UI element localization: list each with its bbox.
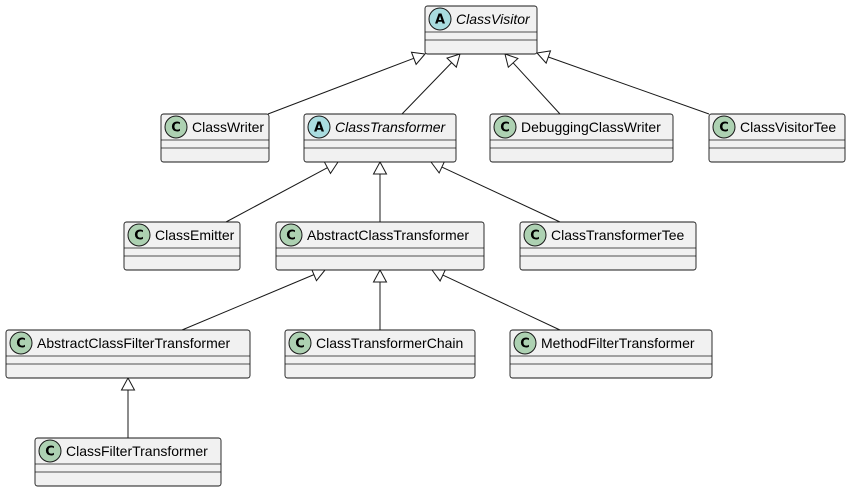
stereotype-letter: C — [520, 337, 530, 352]
class-box — [519, 221, 697, 271]
inheritance-edge-class-transformer-tee-to-class-transformer — [430, 160, 561, 223]
class-icon — [288, 331, 312, 355]
inheritance-edge-method-filter-transformer-to-abstract-class-transformer — [431, 268, 561, 331]
class-name: ClassVisitorTee — [740, 119, 836, 135]
abstract-class-icon — [307, 115, 331, 139]
class-icon — [493, 115, 517, 139]
class-box — [708, 113, 846, 163]
inheritance-edge-class-writer-to-class-visitor — [267, 51, 426, 115]
inheritance-edges — [120, 50, 710, 438]
inheritance-line — [181, 274, 315, 331]
class-icon — [513, 331, 537, 355]
class-box — [303, 113, 457, 163]
class-node-class-visitor-tee[interactable]: C ClassVisitorTee — [708, 113, 846, 163]
class-box — [160, 113, 270, 163]
class-name: ClassTransformer — [335, 119, 447, 135]
stereotype-letter: C — [530, 229, 540, 244]
class-node-class-filter-transformer[interactable]: C ClassFilterTransformer — [34, 437, 222, 487]
class-name: ClassEmitter — [155, 227, 235, 243]
stereotype-letter: C — [286, 229, 296, 244]
stereotype-letter: C — [134, 229, 144, 244]
class-icon — [523, 223, 547, 247]
class-node-abstract-class-filter-transformer[interactable]: C AbstractClassFilterTransformer — [5, 329, 251, 379]
class-icon — [9, 331, 33, 355]
class-box — [284, 329, 476, 379]
inheritance-line — [267, 57, 414, 115]
class-box — [489, 113, 674, 163]
class-node-class-writer[interactable]: C ClassWriter — [160, 113, 270, 163]
generalization-arrowhead — [120, 376, 136, 391]
class-name: AbstractClassTransformer — [307, 227, 469, 243]
stereotype-letter: C — [171, 121, 181, 136]
inheritance-line — [442, 274, 561, 331]
inheritance-edge-class-emitter-to-class-transformer — [225, 161, 339, 223]
inheritance-edge-class-transformer-to-class-visitor — [401, 53, 461, 115]
stereotype-letter: C — [719, 121, 729, 136]
class-node-method-filter-transformer[interactable]: C MethodFilterTransformer — [509, 329, 713, 379]
generalization-arrowhead — [372, 160, 388, 175]
class-name: MethodFilterTransformer — [541, 335, 695, 351]
generalization-arrowhead — [446, 53, 461, 69]
class-node-abstract-class-transformer[interactable]: C AbstractClassTransformer — [275, 221, 485, 271]
class-node-class-emitter[interactable]: C ClassEmitter — [123, 221, 241, 271]
class-node-debugging-class-writer[interactable]: C DebuggingClassWriter — [489, 113, 674, 163]
class-icon — [712, 115, 736, 139]
generalization-arrowhead — [504, 53, 519, 69]
inheritance-edge-class-filter-transformer-to-abstract-class-filter-transformer — [120, 376, 136, 438]
stereotype-letter: C — [16, 337, 26, 352]
stereotype-letter: C — [295, 337, 305, 352]
class-box — [34, 437, 222, 487]
class-box — [5, 329, 251, 379]
generalization-arrowhead — [410, 51, 426, 66]
inheritance-line — [225, 167, 328, 223]
generalization-arrowhead — [372, 268, 388, 283]
class-node-class-visitor[interactable]: A ClassVisitor — [424, 5, 538, 55]
class-name: DebuggingClassWriter — [521, 119, 661, 135]
inheritance-edge-class-visitor-tee-to-class-visitor — [536, 50, 710, 115]
inheritance-edge-debugging-class-writer-to-class-visitor — [504, 53, 561, 115]
stereotype-letter: A — [435, 13, 445, 28]
inheritance-line — [548, 56, 710, 115]
inheritance-edge-class-transformer-chain-to-abstract-class-transformer — [372, 268, 388, 330]
class-box — [123, 221, 241, 271]
stereotype-letter: C — [500, 121, 510, 136]
class-node-class-transformer[interactable]: A ClassTransformer — [303, 113, 457, 163]
stereotype-letter: C — [45, 445, 55, 460]
class-box — [424, 5, 538, 55]
generalization-arrowhead — [536, 50, 552, 65]
class-node-class-transformer-tee[interactable]: C ClassTransformerTee — [519, 221, 697, 271]
class-name: ClassTransformerTee — [551, 227, 685, 243]
class-name: ClassTransformerChain — [316, 335, 463, 351]
inheritance-edge-abstract-class-filter-transformer-to-abstract-class-transformer — [181, 268, 326, 331]
inheritance-line — [512, 62, 561, 115]
class-node-class-transformer-chain[interactable]: C ClassTransformerChain — [284, 329, 476, 379]
class-icon — [38, 439, 62, 463]
class-icon — [279, 223, 303, 247]
class-name: ClassFilterTransformer — [66, 443, 208, 459]
class-name: AbstractClassFilterTransformer — [37, 335, 231, 351]
stereotype-letter: A — [314, 121, 324, 136]
class-icon — [164, 115, 188, 139]
class-name: ClassWriter — [192, 119, 264, 135]
class-box — [509, 329, 713, 379]
class-icon — [127, 223, 151, 247]
inheritance-line — [441, 166, 561, 223]
abstract-class-icon — [428, 7, 452, 31]
inheritance-line — [401, 62, 453, 115]
class-box — [275, 221, 485, 271]
inheritance-edge-abstract-class-transformer-to-class-transformer — [372, 160, 388, 222]
class-name: ClassVisitor — [456, 11, 531, 27]
